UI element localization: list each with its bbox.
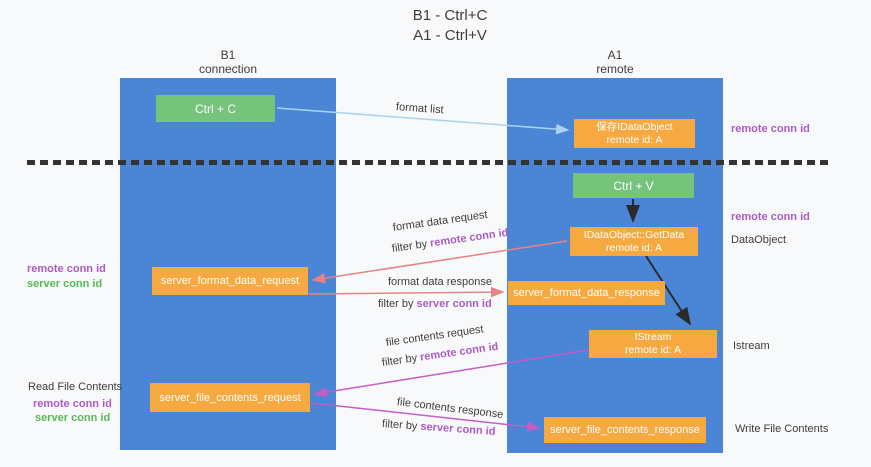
- node-istream-line2: remote id: A: [624, 344, 682, 356]
- node-server-file-contents-response: server_file_contents_response: [544, 417, 706, 443]
- arrow-format-data-request: [311, 240, 568, 284]
- filter-key-server-conn-id: server conn id: [416, 298, 492, 310]
- arrow-file-contents-response: [310, 402, 541, 432]
- annotation-right-top-remote-conn-id: remote conn id: [731, 123, 810, 135]
- node-save-idataobject-line1: 保存IDataObject: [596, 120, 673, 133]
- annotation-left-server-conn-id: server conn id: [27, 278, 103, 290]
- edge-label-format-data-response: format data response: [388, 276, 492, 288]
- node-format-response-label: server_format_data_response: [513, 287, 660, 299]
- annotation-read-file-contents: Read File Contents: [28, 381, 123, 393]
- edge-label-format-data-response-filter: filter by server conn id: [378, 298, 492, 310]
- diagram-title: B1 - Ctrl+C A1 - Ctrl+V: [300, 6, 600, 46]
- node-format-request-label: server_format_data_request: [160, 275, 300, 287]
- arrow-format-list: [276, 107, 570, 135]
- node-getdata-line1: IDataObject::GetData: [583, 228, 685, 241]
- node-istream: IStream remote id: A: [589, 330, 717, 358]
- phase-divider-dashed-line: [27, 160, 833, 165]
- lane-left-subtitle: connection: [198, 62, 258, 76]
- node-ctrl-v-label: Ctrl + V: [613, 178, 654, 193]
- lane-right-subtitle: remote: [596, 62, 634, 76]
- lane-left-title: B1: [220, 48, 236, 62]
- node-getdata-line2: remote id: A: [605, 241, 663, 254]
- lane-header-right: A1 remote: [507, 48, 723, 76]
- arrow-file-contents-request: [313, 349, 589, 398]
- node-server-format-data-request: server_format_data_request: [152, 267, 308, 295]
- node-save-idataobject-line2: remote id: A: [606, 133, 663, 146]
- node-ctrl-c: Ctrl + C: [156, 95, 275, 122]
- arrow-format-data-response: [308, 286, 505, 298]
- annotation-write-file-contents: Write File Contents: [735, 423, 829, 435]
- node-file-request-label: server_file_contents_request: [159, 391, 301, 404]
- node-file-response-label: server_file_contents_response: [550, 424, 700, 436]
- lane-right-title: A1: [607, 48, 623, 62]
- annotation-istream: Istream: [733, 340, 770, 352]
- node-ctrl-c-label: Ctrl + C: [194, 101, 236, 116]
- annotation-left-bottom-remote-conn-id: remote conn id: [33, 398, 112, 410]
- node-idataobject-getdata: IDataObject::GetData remote id: A: [570, 227, 698, 256]
- lane-header-left: B1 connection: [120, 48, 336, 76]
- node-server-file-contents-request: server_file_contents_request: [150, 383, 310, 412]
- annotation-left-remote-conn-id: remote conn id: [27, 263, 106, 275]
- title-line-2: A1 - Ctrl+V: [413, 27, 487, 44]
- annotation-left-bottom-server-conn-id: server conn id: [35, 412, 111, 424]
- filter-prefix: filter by: [378, 298, 417, 310]
- title-line-1: B1 - Ctrl+C: [412, 7, 488, 24]
- node-ctrl-v: Ctrl + V: [573, 173, 694, 198]
- node-istream-line1: IStream: [634, 331, 672, 343]
- node-server-format-data-response: server_format_data_response: [508, 281, 665, 305]
- arrow-getdata-to-istream: [645, 255, 692, 326]
- node-save-idataobject: 保存IDataObject remote id: A: [574, 119, 695, 148]
- annotation-right-mid-remote-conn-id: remote conn id: [731, 211, 810, 223]
- annotation-dataobject: DataObject: [731, 234, 787, 246]
